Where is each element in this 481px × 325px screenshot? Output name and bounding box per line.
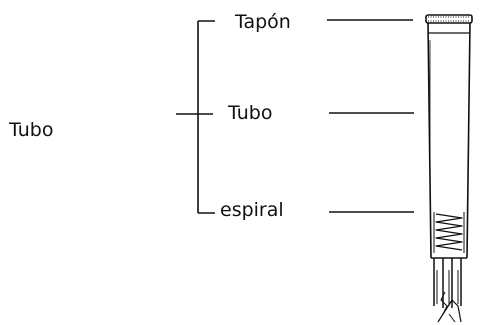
tube-body: [427, 22, 471, 259]
group-label: Tubo: [9, 119, 54, 141]
tube-tip: [433, 258, 462, 323]
tube-illustration: [425, 14, 473, 323]
cap-shape: [425, 14, 473, 24]
bracket: [176, 20, 215, 214]
coil-label: espiral: [220, 199, 284, 221]
tube-label: Tubo: [228, 102, 273, 124]
leader-lines: [327, 19, 414, 213]
coil-shape: [433, 212, 465, 253]
cap-label: Tapón: [235, 11, 291, 33]
